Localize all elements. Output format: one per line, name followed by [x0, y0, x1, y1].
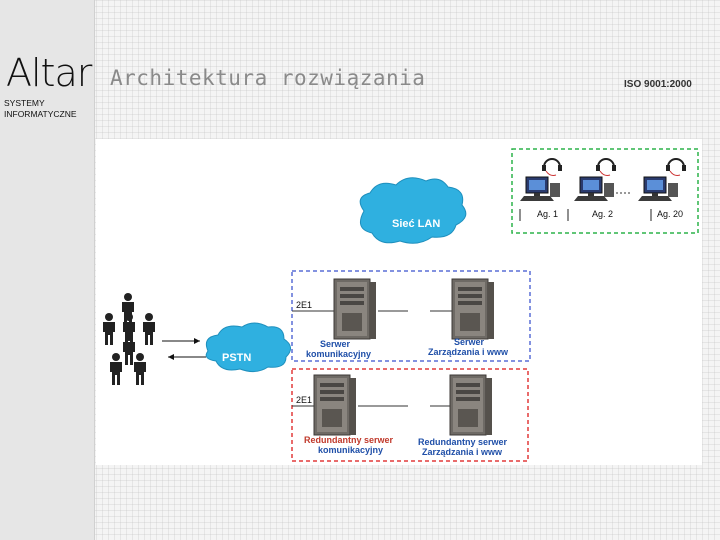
company-subtitle: SYSTEMY INFORMATYCZNE: [4, 98, 77, 120]
mgmt-server-label-1: Serwer: [454, 337, 485, 347]
pstn-cloud: [205, 322, 291, 373]
comm-server-label-1: Serwer: [320, 339, 351, 349]
caller-person-icon: [123, 333, 135, 365]
arrow-to-pstn-head: [194, 338, 200, 344]
sidebar: Altar SYSTEMY INFORMATYCZNE: [0, 0, 95, 540]
red-comm-label-2: komunikacyjny: [318, 445, 383, 455]
caller-person-icon: [143, 313, 155, 345]
caller-person-icon: [134, 353, 146, 385]
arrow-from-pstn-head: [168, 354, 174, 360]
lan-cloud: [359, 177, 467, 244]
red-comm-label-1: Redundantny serwer: [304, 435, 394, 445]
red-mgmt-label-1: Redundantny serwer: [418, 437, 508, 447]
iso-badge: ISO 9001:2000: [624, 79, 692, 90]
redundant-management-server: [449, 374, 493, 436]
agent-20-label: Ag. 20: [657, 209, 683, 219]
mgmt-server-label-2: Zarządzania i www: [428, 347, 509, 357]
redundant-communication-server: [313, 374, 357, 436]
red-mgmt-label-2: Zarządzania i www: [422, 447, 503, 457]
company-subtitle-line1: SYSTEMY: [4, 98, 45, 108]
communication-server: [333, 278, 377, 340]
pstn-label: PSTN: [222, 352, 251, 364]
caller-person-icon: [110, 353, 122, 385]
backup-link-label: 2E1: [296, 395, 312, 405]
comm-server-label-2: komunikacyjny: [306, 349, 371, 359]
agent-1-label: Ag. 1: [537, 209, 558, 219]
primary-link-label: 2E1: [296, 300, 312, 310]
company-subtitle-line2: INFORMATYCZNE: [4, 109, 77, 119]
page-title: Architektura rozwiązania: [110, 66, 426, 90]
company-logo: Altar: [6, 51, 92, 95]
caller-person-icon: [103, 313, 115, 345]
agent-2-label: Ag. 2: [592, 209, 613, 219]
diagram-canvas: Ag. 1 Ag. 2 Ag. 20 Sieć LAN 2E1 Serwer k…: [96, 139, 702, 465]
lan-label: Sieć LAN: [392, 218, 440, 230]
management-server: [451, 278, 495, 340]
architecture-diagram: Ag. 1 Ag. 2 Ag. 20 Sieć LAN 2E1 Serwer k…: [103, 148, 699, 462]
